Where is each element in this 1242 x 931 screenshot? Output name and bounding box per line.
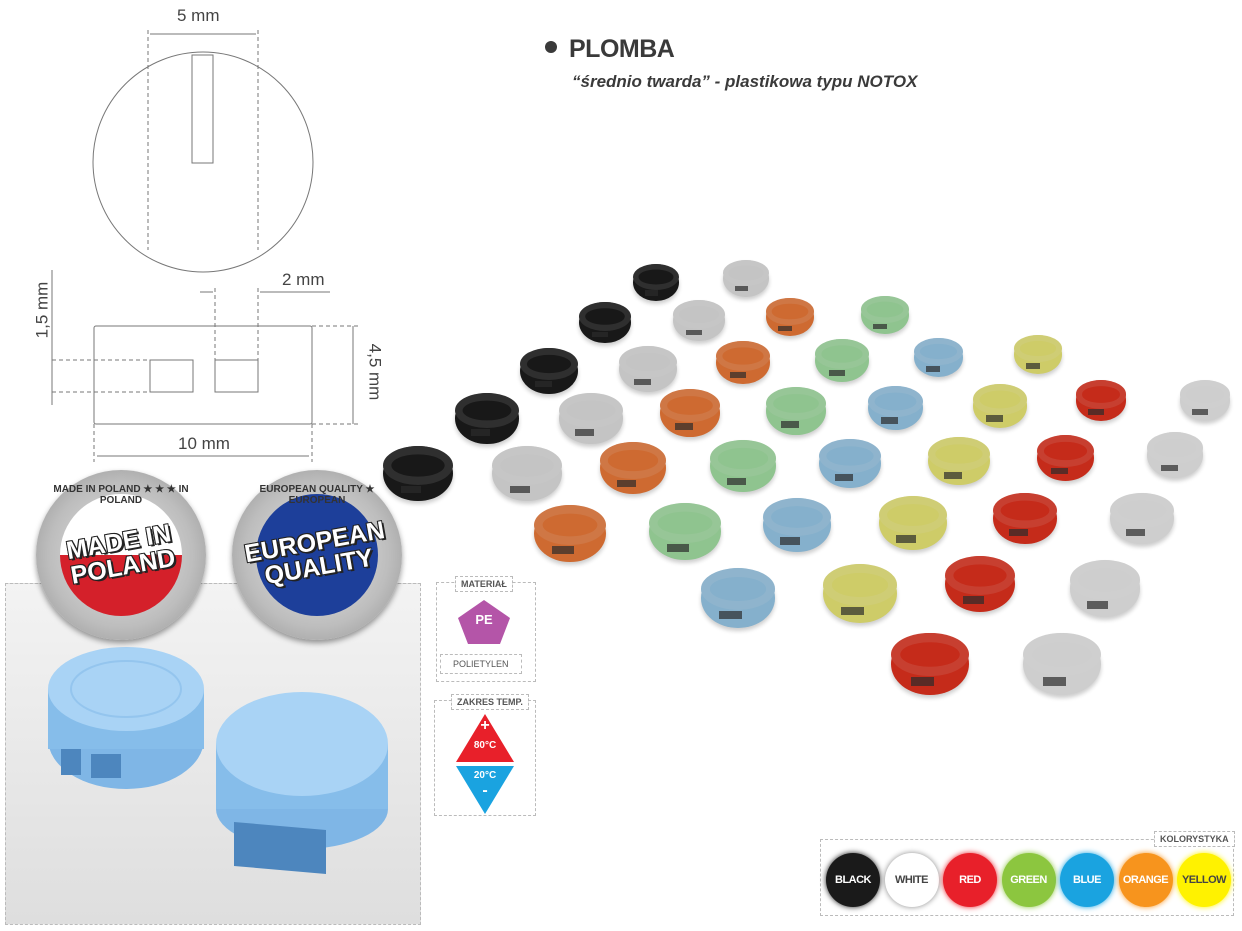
- seal-red: [891, 632, 969, 695]
- seal-orange: [716, 341, 770, 384]
- seal-black: [520, 347, 578, 394]
- temp-min: 20°C: [473, 770, 497, 781]
- dim-4-5mm: 4,5 mm: [365, 343, 385, 401]
- made-in-poland-badge: MADE IN POLAND ★ ★ ★ IN POLAND MADE IN P…: [36, 470, 206, 640]
- seal-yellow: [928, 436, 990, 486]
- seal-blue: [913, 337, 963, 378]
- temp-minus: -: [482, 782, 488, 799]
- swatch-blue: BLUE: [1060, 853, 1114, 907]
- dim-2mm: 2 mm: [282, 270, 325, 289]
- seal-white: [559, 392, 623, 444]
- seal-green: [649, 502, 721, 561]
- seal-yellow: [822, 563, 898, 624]
- seal-white2: [1023, 632, 1101, 695]
- material-pentagon-icon: [458, 600, 510, 644]
- seal-green: [766, 387, 826, 435]
- dim-1-5mm: 1,5 mm: [32, 281, 52, 339]
- seal-white: [723, 259, 769, 297]
- seal-orange: [534, 504, 606, 563]
- swatch-black: BLACK: [826, 853, 880, 907]
- seal-black: [455, 392, 519, 444]
- seal-orange: [660, 389, 720, 437]
- seal-blue: [700, 567, 776, 628]
- seal-blue: [819, 438, 881, 488]
- seal-blue: [763, 498, 831, 553]
- seal-yellow: [879, 496, 947, 551]
- swatch-yellow: YELLOW: [1177, 853, 1231, 907]
- swatch-white: WHITE: [884, 853, 939, 907]
- product-subtitle: “średnio twarda” - plastikowa typu NOTOX: [572, 72, 918, 91]
- temp-max: 80°C: [473, 740, 497, 751]
- palette-box: [820, 839, 1234, 916]
- seal-white2: [1110, 492, 1174, 544]
- badge-main-text: EUROPEAN QUALITY: [242, 516, 387, 591]
- seal-green: [710, 440, 776, 493]
- material-name: POLIETYLEN: [440, 654, 522, 674]
- seal-white: [619, 345, 677, 392]
- seal-yellow: [1013, 334, 1063, 374]
- product-title: PLOMBA: [545, 35, 675, 64]
- seal-red: [945, 555, 1015, 612]
- bullet-icon: [545, 41, 557, 54]
- blue-seals-photo: [48, 647, 388, 874]
- seal-black: [383, 445, 453, 502]
- seal-white2: [1179, 380, 1231, 421]
- title-text: PLOMBA: [569, 35, 675, 63]
- seal-white: [673, 299, 725, 342]
- seal-white: [492, 445, 562, 502]
- temp-plus: +: [480, 717, 490, 734]
- seal-blue: [867, 385, 923, 430]
- badge-main-text: MADE IN POLAND: [64, 519, 178, 590]
- seal-green: [861, 296, 909, 335]
- material-code: PE: [475, 612, 493, 627]
- material-label: MATERIAŁ: [455, 576, 513, 592]
- european-quality-badge: EUROPEAN QUALITY ★ EUROPEAN EUROPEAN QUA…: [232, 470, 402, 640]
- product-photo: [5, 583, 421, 925]
- swatch-red: RED: [943, 853, 997, 907]
- seal-orange: [766, 298, 814, 337]
- technical-drawing: [51, 30, 358, 462]
- badge-ring-text: EUROPEAN QUALITY ★ EUROPEAN: [259, 484, 375, 506]
- palette-label: KOLORYSTYKA: [1154, 831, 1235, 847]
- badge-ring-text: MADE IN POLAND ★ ★ ★ IN POLAND: [53, 484, 189, 506]
- seal-yellow: [972, 383, 1028, 428]
- seal-orange: [600, 442, 666, 495]
- seal-red: [1036, 435, 1094, 481]
- temperature-range-icon: [456, 714, 514, 814]
- swatch-orange: ORANGE: [1118, 853, 1173, 907]
- seal-black: [633, 263, 679, 301]
- dim-10mm: 10 mm: [178, 434, 230, 453]
- swatch-green: GREEN: [1001, 853, 1056, 907]
- seal-white2: [1146, 432, 1204, 478]
- dim-5mm: 5 mm: [177, 6, 220, 25]
- temperature-label: ZAKRES TEMP.: [451, 694, 529, 710]
- seal-red: [1075, 380, 1127, 421]
- seal-red: [993, 492, 1057, 544]
- seal-green: [815, 339, 869, 382]
- seal-black: [579, 301, 631, 344]
- seal-white2: [1069, 560, 1141, 617]
